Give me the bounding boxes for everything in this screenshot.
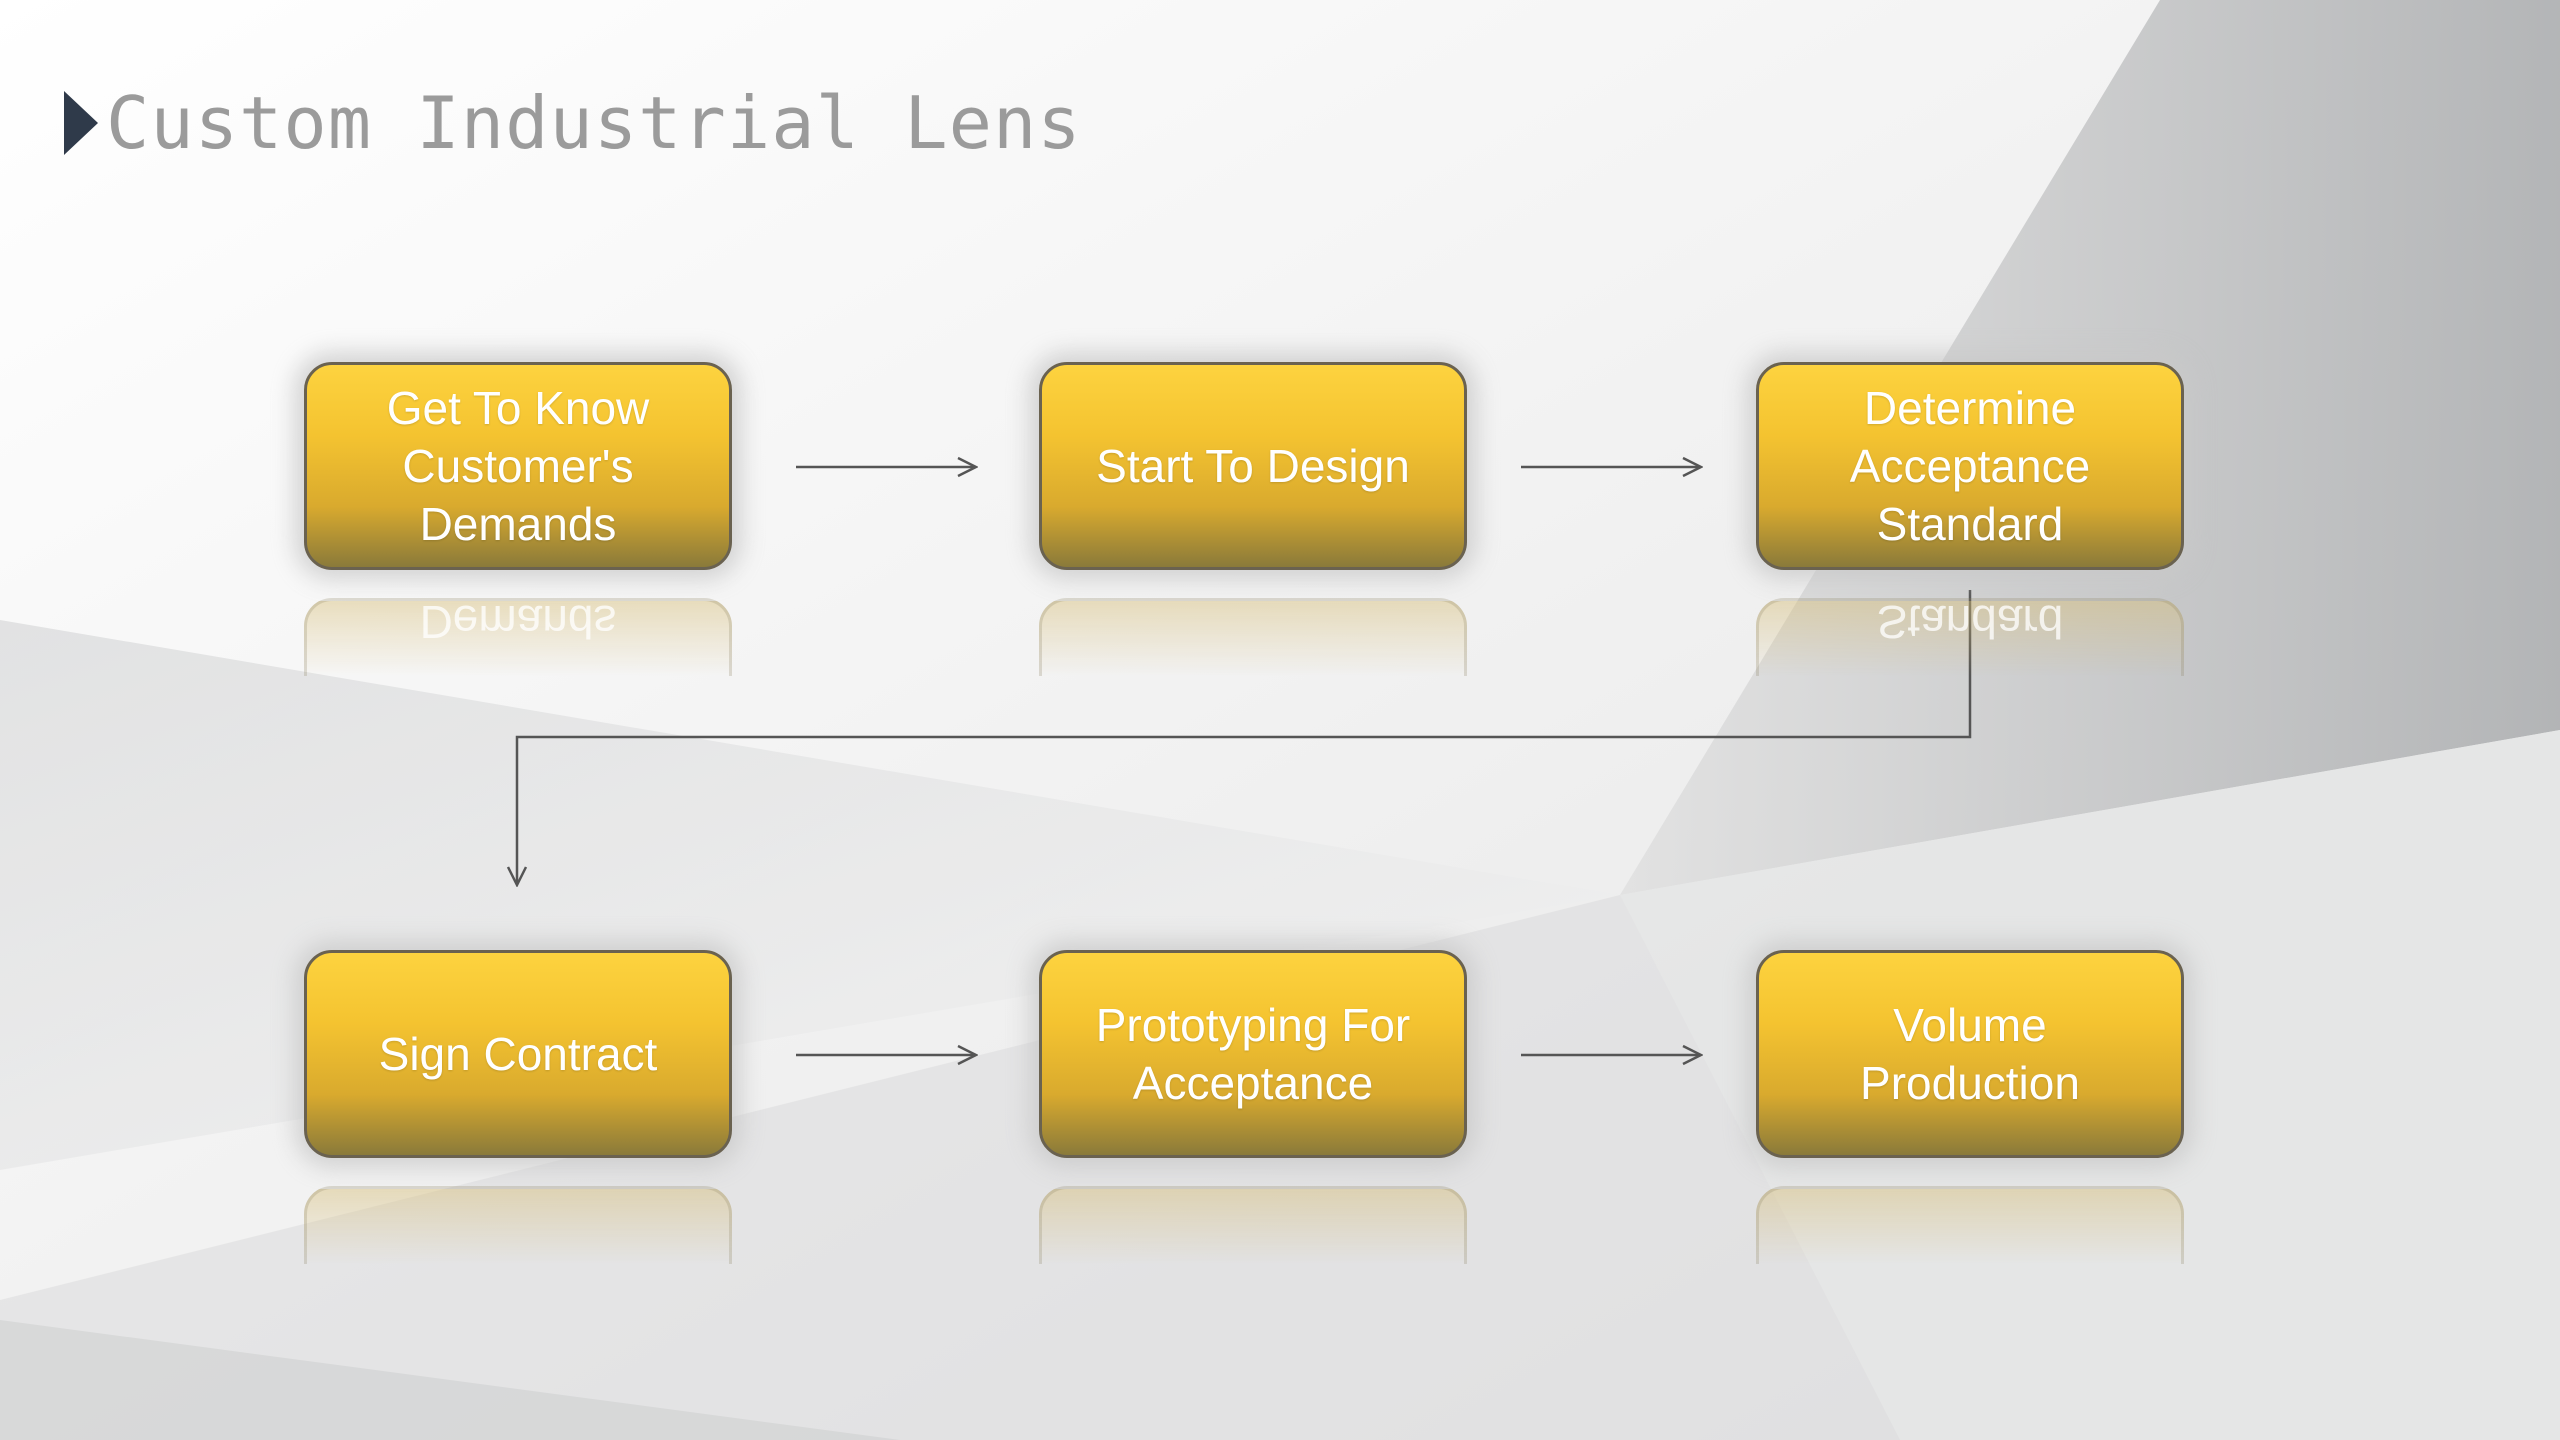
- step-5-reflection: [1039, 1186, 1467, 1264]
- step-sign-contract: Sign Contract: [304, 950, 732, 1158]
- triangle-right-icon: [64, 91, 98, 155]
- step-6-reflection: [1756, 1186, 2184, 1264]
- step-3-reflection-text: Standard: [1876, 598, 2064, 648]
- step-4-reflection: [304, 1186, 732, 1264]
- step-start-to-design: Start To Design: [1039, 362, 1467, 570]
- slide-title: Custom Industrial Lens: [64, 78, 1082, 168]
- step-get-to-know-demands: Get To Know Customer's Demands: [304, 362, 732, 570]
- step-3-reflection: Standard: [1756, 598, 2184, 676]
- step-1-reflection: Demands: [304, 598, 732, 676]
- title-text: Custom Industrial Lens: [106, 81, 1082, 165]
- step-2-reflection: [1039, 598, 1467, 676]
- step-prototyping-for-acceptance: Prototyping For Acceptance: [1039, 950, 1467, 1158]
- step-determine-acceptance-standard: Determine Acceptance Standard: [1756, 362, 2184, 570]
- step-volume-production: Volume Production: [1756, 950, 2184, 1158]
- step-1-reflection-text: Demands: [419, 598, 617, 648]
